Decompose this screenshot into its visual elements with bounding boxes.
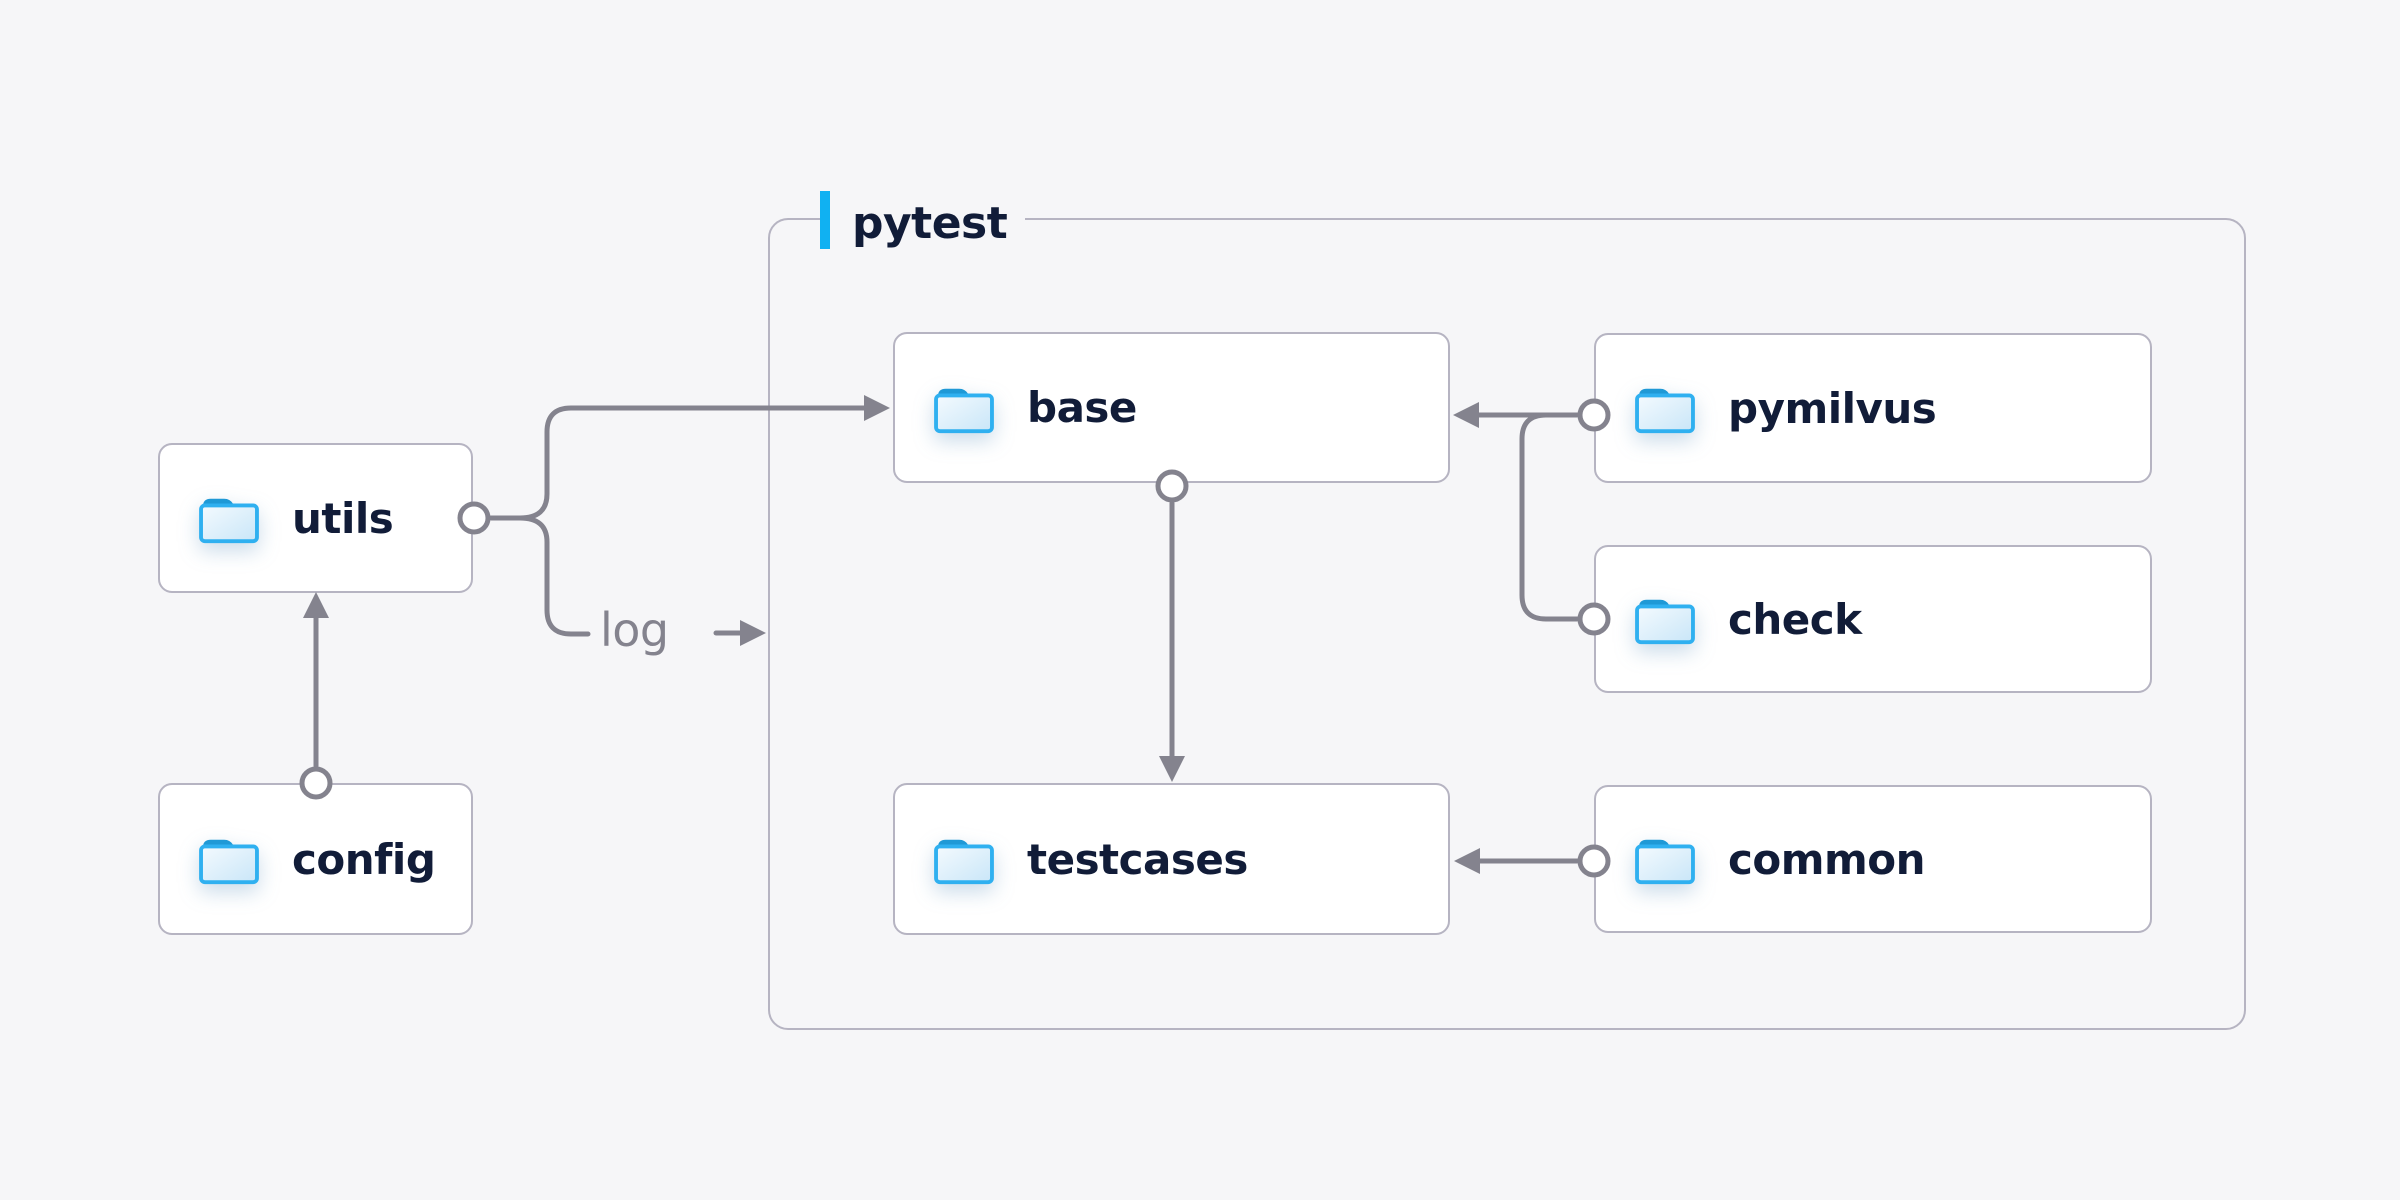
node-config: config — [158, 783, 473, 935]
node-check: check — [1594, 545, 2152, 693]
node-label: common — [1728, 834, 1926, 884]
node-label: utils — [292, 493, 394, 543]
node-pymilvus: pymilvus — [1594, 333, 2152, 483]
node-label: testcases — [1027, 834, 1248, 884]
group-pytest-label: pytest — [820, 190, 1026, 250]
folder-icon — [1632, 832, 1698, 886]
folder-icon — [1632, 592, 1698, 646]
group-pytest: pytest — [768, 190, 2246, 1030]
node-label: pymilvus — [1728, 383, 1937, 433]
folder-icon — [196, 832, 262, 886]
folder-icon — [931, 832, 997, 886]
edge-label-log: log — [600, 603, 669, 657]
folder-icon — [1632, 381, 1698, 435]
node-utils: utils — [158, 443, 473, 593]
node-testcases: testcases — [893, 783, 1450, 935]
accent-bar — [820, 191, 830, 249]
node-label: base — [1027, 383, 1137, 432]
group-title: pytest — [852, 197, 1008, 249]
node-common: common — [1594, 785, 2152, 933]
edge-config-to-utils — [299, 592, 333, 800]
folder-icon — [931, 381, 997, 435]
node-base: base — [893, 332, 1450, 483]
node-label: check — [1728, 594, 1862, 644]
folder-icon — [196, 491, 262, 545]
node-label: config — [292, 834, 436, 884]
